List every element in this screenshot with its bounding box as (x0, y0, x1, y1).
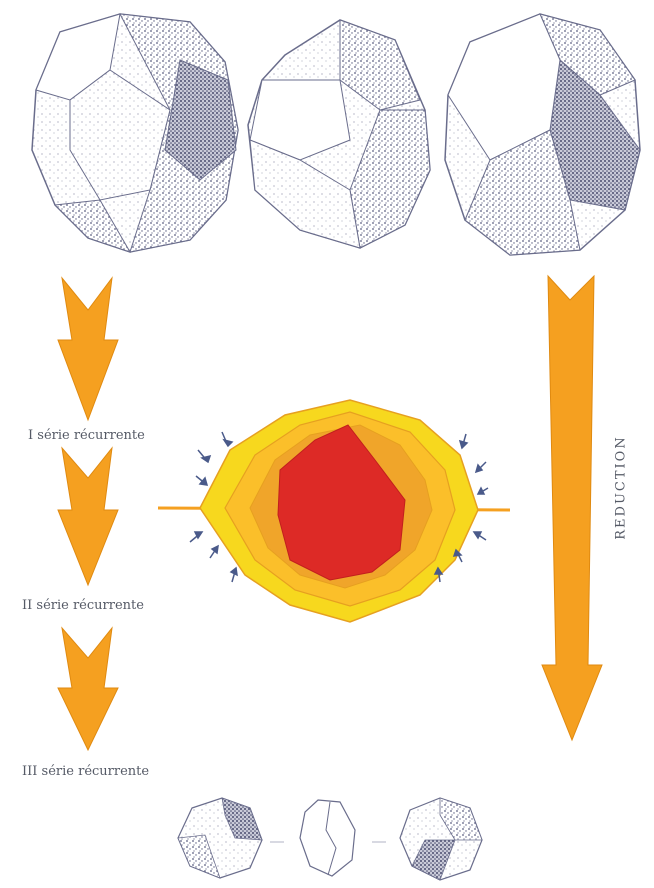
series-3-label: III série récurrente (22, 764, 149, 779)
core-cross-section-icon (158, 400, 510, 622)
stone-sketch-icon (300, 800, 355, 876)
arrow-down-icon (58, 278, 118, 420)
arrow-down-icon (58, 448, 118, 585)
stone-sketch-icon (248, 20, 430, 248)
stone-sketch-icon (445, 14, 640, 255)
reduction-arrow (542, 276, 602, 740)
reduction-label: REDUCTION (614, 433, 629, 543)
arrow-down-icon (58, 628, 118, 750)
series-2-label: II série récurrente (22, 598, 144, 613)
stone-sketch-icon (178, 798, 262, 878)
stone-sketch-icon (400, 798, 482, 880)
stone-sketch-icon (32, 14, 238, 252)
series-1-label: I série récurrente (28, 428, 145, 443)
